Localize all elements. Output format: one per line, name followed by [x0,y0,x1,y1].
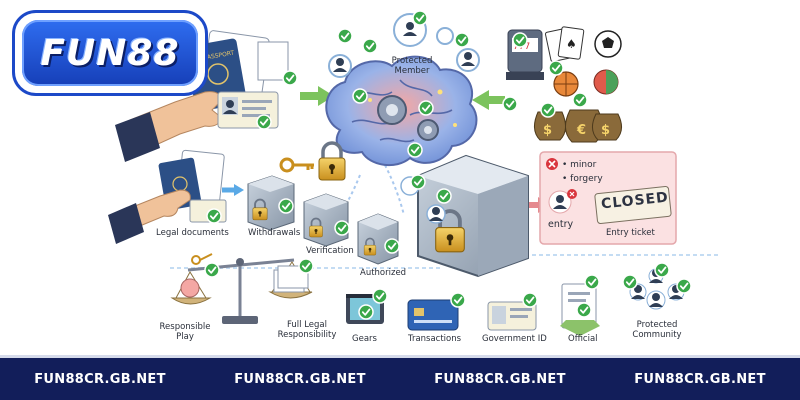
label-protected-member: Protected Member [391,56,433,76]
footer-link-1[interactable]: FUN88CR.GB.NET [34,371,166,387]
footer-bar: FUN88CR.GB.NET FUN88CR.GB.NET FUN88CR.GB… [0,355,800,400]
check-icon [654,262,670,278]
check-icon [384,238,400,254]
svg-text:$: $ [601,123,610,138]
check-icon [540,102,556,118]
id-card-icon [487,301,537,331]
check-icon [337,28,353,44]
check-icon [522,292,538,308]
label-entry: entry [548,219,574,230]
label-withdrawals: Withdrawals [248,228,301,238]
safe-icon [247,175,295,231]
playing-cards-icon: ♠ [544,26,585,63]
check-icon [407,142,423,158]
check-icon [418,100,434,116]
money-bag-icon: $ € $ [534,109,622,143]
note-minor: • minor [562,160,597,170]
safe-icon [303,193,349,247]
check-icon [436,188,452,204]
label-entry-ticket: Entry ticket [606,228,655,238]
key-icon [279,157,314,173]
check-icon [576,302,592,318]
hand-icon [108,189,191,244]
check-icon [282,70,298,86]
label-protected-community: Protected Community [632,320,682,340]
key-icon [191,253,213,265]
scale-icon [170,258,313,324]
basketball-icon [553,71,579,97]
arrow-left-1 [472,90,505,110]
check-icon [622,274,638,290]
check-icon [298,258,314,274]
check-icon [204,262,220,278]
footer-link-2[interactable]: FUN88CR.GB.NET [234,371,366,387]
label-verification: Verification [306,246,354,256]
safe-icon [417,154,529,278]
label-full-legal-responsibility: Full Legal Responsibility [277,320,337,340]
check-icon [572,92,588,108]
label-government-id: Government ID [482,334,547,344]
check-icon [372,288,388,304]
label-official: Official [568,334,598,344]
check-icon [206,208,222,224]
check-icon [450,292,466,308]
soccer-ball-icon [594,30,622,58]
check-icon [362,38,378,54]
label-legal-documents: Legal documents [156,228,229,238]
illustration: PASSPORT [108,10,720,336]
check-icon [502,96,518,112]
check-icon [676,278,692,294]
svg-text:€: € [576,123,586,138]
check-icon [548,60,564,76]
ticket-icon [594,186,672,224]
check-icon [584,274,600,290]
check-icon [358,304,374,320]
arrow-right-1 [300,86,334,106]
brain-icon [325,55,478,167]
check-icon [334,220,350,236]
brand-logo[interactable]: FUN88 [12,10,208,96]
label-transactions: Transactions [408,334,462,344]
label-gears: Gears [352,334,377,344]
label-responsible-play: Responsible Play [159,322,211,342]
arrow-right-2 [222,184,244,196]
label-authorized: Authorized [360,268,407,278]
check-icon [278,198,294,214]
credit-card-icon [407,299,459,331]
check-icon [352,88,368,104]
illustration-stage: PASSPORT [12,10,720,344]
brand-logo-badge: FUN88 [22,20,198,86]
svg-text:♠: ♠ [566,37,577,51]
footer-link-4[interactable]: FUN88CR.GB.NET [634,371,766,387]
check-icon [512,32,528,48]
check-icon [256,114,272,130]
note-forgery: • forgery [562,174,603,184]
document-icon [257,41,289,81]
svg-text:$: $ [543,123,552,138]
check-icon [454,32,470,48]
lock-icon [317,141,347,182]
check-icon [410,174,426,190]
hand-icon [115,91,223,162]
check-icon [412,10,428,26]
footer-link-3[interactable]: FUN88CR.GB.NET [434,371,566,387]
brand-logo-text: FUN88 [40,32,180,74]
